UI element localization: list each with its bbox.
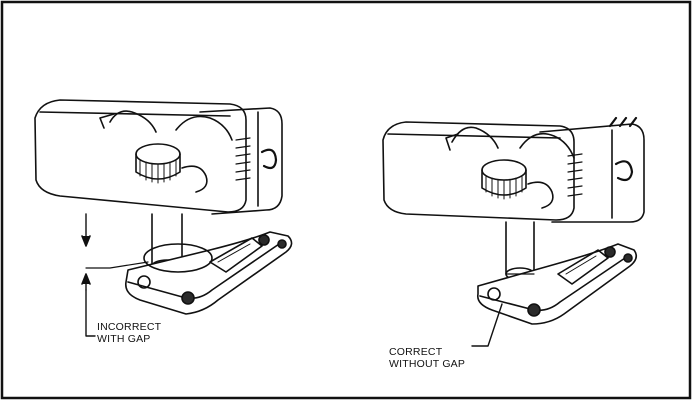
incorrect-label-line2: WITH GAP <box>97 333 151 345</box>
incorrect-label-line1: INCORRECT <box>97 321 162 333</box>
correct-label-line2: WITHOUT GAP <box>389 358 466 370</box>
correct-label-line1: CORRECT <box>389 346 443 358</box>
engine-correct <box>382 116 645 347</box>
incorrect-with-gap-label: INCORRECT WITH GAP <box>97 321 161 345</box>
correct-without-gap-label: CORRECT WITHOUT GAP <box>389 346 465 370</box>
engine-incorrect <box>34 99 293 337</box>
